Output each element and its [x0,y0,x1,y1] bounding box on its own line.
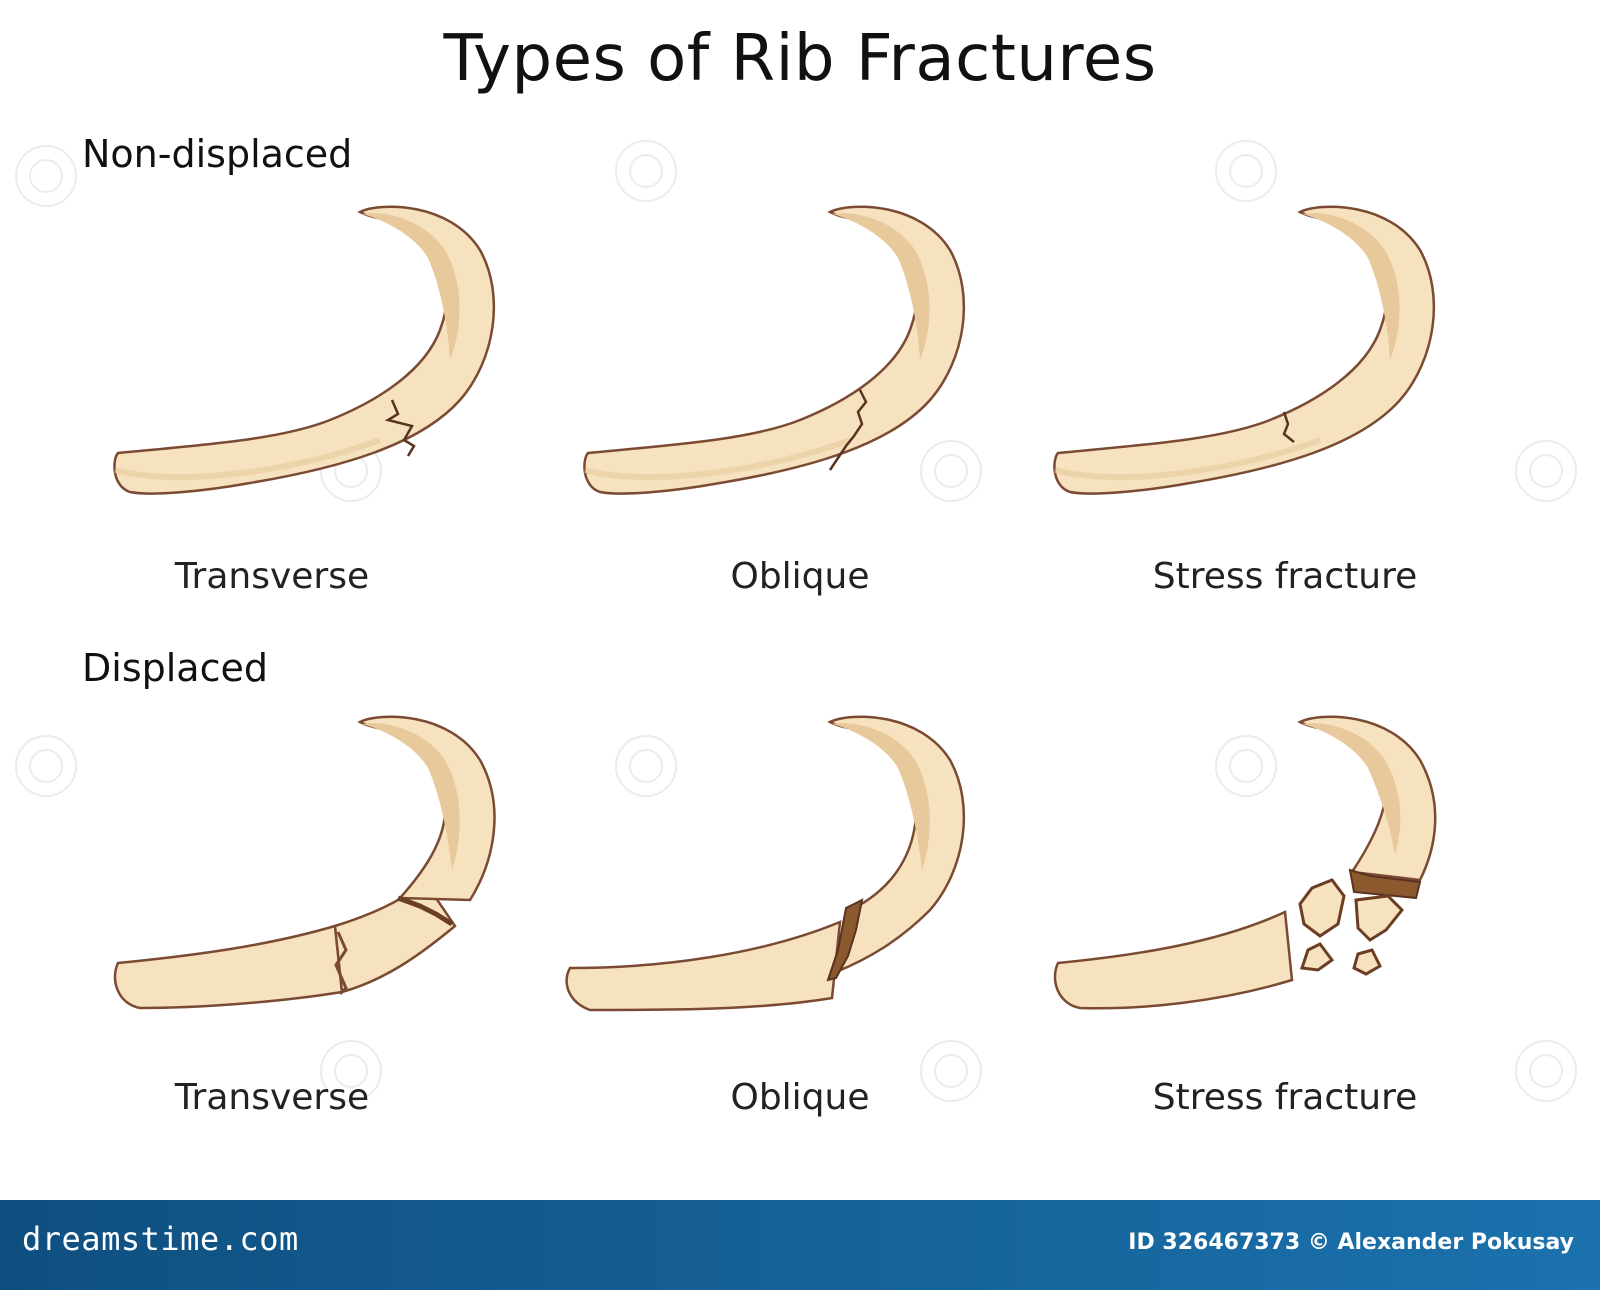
watermark-icon [920,440,982,502]
rib-illustrations [113,205,1437,1012]
label-non-displaced-transverse: Transverse [174,556,370,597]
label-non-displaced-stress: Stress fracture [1152,556,1418,597]
rib-non-displaced-stress [1053,205,1436,495]
watermark-icon [1515,440,1577,502]
watermark-icon [320,1040,382,1102]
watermark-icon [1515,1040,1577,1102]
page-title: Types of Rib Fractures [443,22,1157,96]
watermark-icon [15,735,77,797]
rib-displaced-transverse [113,715,496,1010]
rib-non-displaced-transverse [113,205,496,495]
section-heading-displaced: Displaced [82,646,268,690]
label-displaced-oblique: Oblique [730,1077,870,1118]
rib-displaced-oblique [565,715,966,1012]
image-credit: ID 326467373 © Alexander Pokusay [1128,1230,1574,1255]
brand-logo[interactable]: dreamstime.com [22,1220,299,1258]
rib-non-displaced-oblique [583,205,966,495]
label-non-displaced-oblique: Oblique [730,556,870,597]
watermark-icon [615,735,677,797]
watermark-icon [15,145,77,207]
rib-displaced-stress [1053,715,1437,1010]
footer-bar: dreamstime.com ID 326467373 © Alexander … [0,1200,1600,1290]
label-displaced-transverse: Transverse [174,1077,370,1118]
watermark-icon [615,140,677,202]
watermark-icon [1215,735,1277,797]
label-displaced-stress: Stress fracture [1152,1077,1418,1118]
watermark-icon [920,1040,982,1102]
watermark-icon [1215,140,1277,202]
section-heading-non-displaced: Non-displaced [82,132,353,176]
